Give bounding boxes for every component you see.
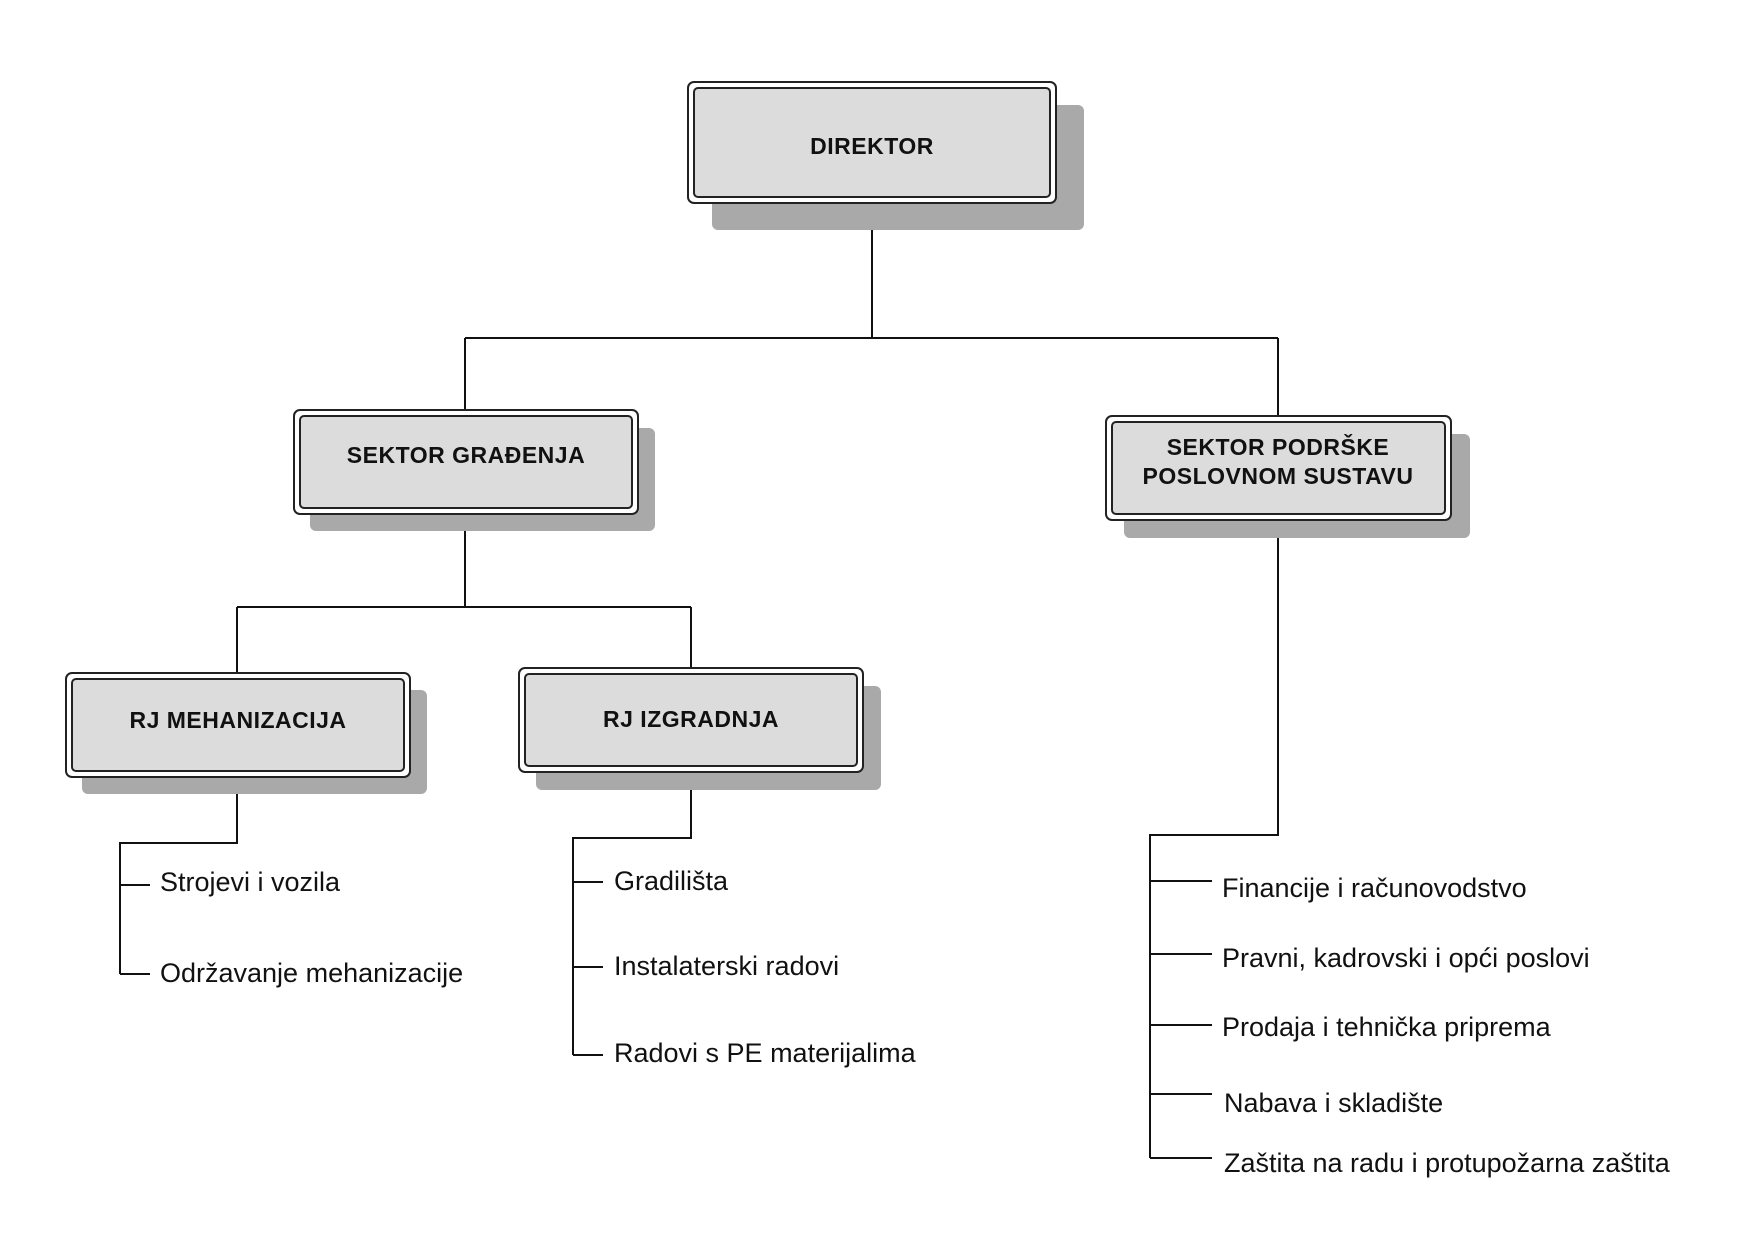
list-item: Strojevi i vozila	[160, 867, 341, 897]
list-item: Gradilišta	[614, 866, 729, 896]
sector-construction-label: SEKTOR GRAĐENJA	[347, 442, 585, 468]
director-node: DIREKTOR	[687, 81, 1084, 230]
list-item: Zaštita na radu i protupožarna zaštita	[1224, 1148, 1671, 1178]
sector-support-label-line1: SEKTOR PODRŠKE	[1167, 433, 1390, 460]
sector-construction-node: SEKTOR GRAĐENJA	[293, 409, 655, 531]
mechanization-items: Strojevi i vozila Održavanje mehanizacij…	[160, 867, 463, 988]
unit-construction-label: RJ IZGRADNJA	[603, 706, 779, 732]
connector-lines	[119, 202, 1279, 1159]
list-item: Održavanje mehanizacije	[160, 958, 463, 988]
support-items: Financije i računovodstvo Pravni, kadrov…	[1222, 873, 1671, 1178]
sector-support-label-line2: POSLOVNOM SUSTAVU	[1143, 463, 1414, 489]
list-item: Financije i računovodstvo	[1222, 873, 1527, 903]
list-item: Nabava i skladište	[1224, 1088, 1443, 1118]
list-item: Instalaterski radovi	[614, 951, 839, 981]
unit-construction-node: RJ IZGRADNJA	[518, 667, 881, 790]
list-item: Radovi s PE materijalima	[614, 1038, 917, 1068]
list-item: Prodaja i tehnička priprema	[1222, 1012, 1552, 1042]
unit-mechanization-label: RJ MEHANIZACIJA	[129, 707, 346, 733]
list-item: Pravni, kadrovski i opći poslovi	[1222, 943, 1590, 973]
unit-mechanization-node: RJ MEHANIZACIJA	[65, 672, 427, 794]
sector-support-node: SEKTOR PODRŠKE POSLOVNOM SUSTAVU	[1105, 415, 1470, 538]
director-label: DIREKTOR	[810, 133, 934, 159]
construction-items: Gradilišta Instalaterski radovi Radovi s…	[614, 866, 917, 1068]
